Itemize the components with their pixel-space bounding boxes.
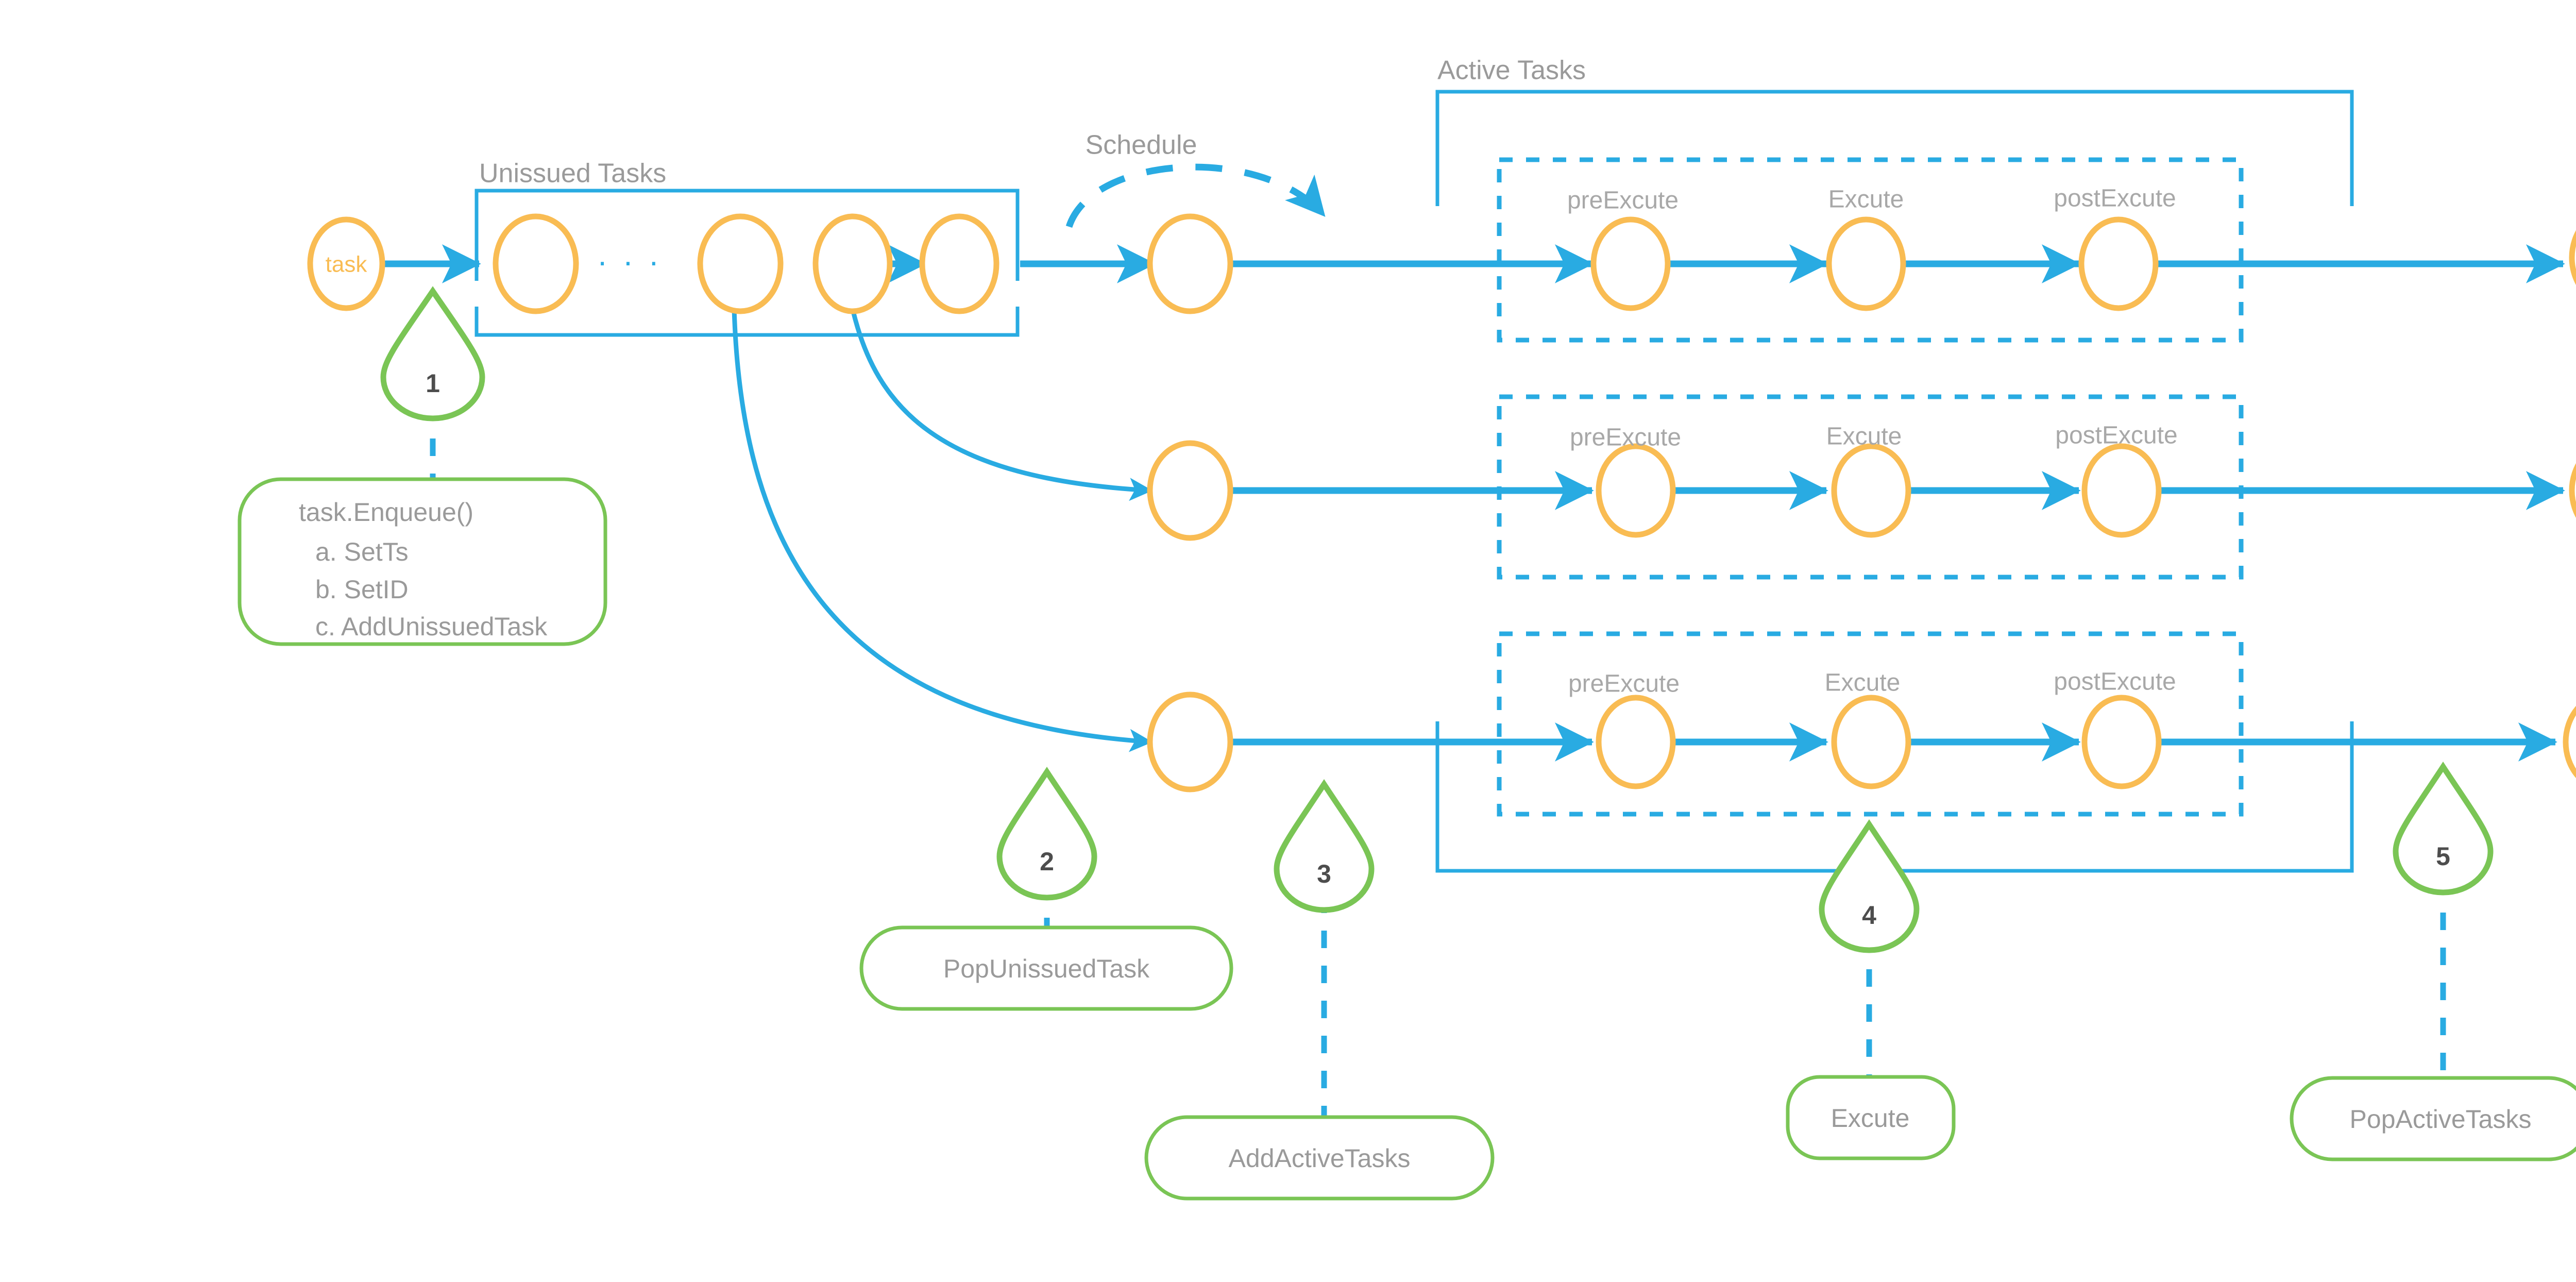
node-task-label: task xyxy=(326,252,368,277)
row-1-exit-node[interactable] xyxy=(2569,210,2576,305)
schedule-label: Schedule xyxy=(1086,130,1197,160)
queue-node-2[interactable] xyxy=(697,213,784,314)
row-2-entry-node[interactable] xyxy=(1147,440,1233,541)
node-task[interactable]: task xyxy=(307,216,385,311)
row-2-stage-post-label: postExcute xyxy=(2055,422,2177,449)
row-1-stage-post-node[interactable] xyxy=(2078,216,2159,311)
flow-curve-to-row2 xyxy=(850,308,1153,501)
row-2-stage-pre-label: preExcute xyxy=(1570,424,1681,451)
row-3-exit-node[interactable] xyxy=(2563,695,2576,789)
row-3-stage-pre-node[interactable] xyxy=(1596,695,1676,789)
marker-2-pin[interactable]: 2 xyxy=(996,767,1097,901)
row-2-stage-exec-label: Excute xyxy=(1826,423,1902,450)
row-2-exit-node[interactable] xyxy=(2569,443,2576,538)
add-active-callout-label: AddActiveTasks xyxy=(1229,1144,1411,1173)
enqueue-callout[interactable]: task.Enqueue() a. SetTs b. SetID c. AddU… xyxy=(238,477,607,646)
pop-unissued-callout[interactable]: PopUnissuedTask xyxy=(859,925,1233,1011)
pop-unissued-callout-label: PopUnissuedTask xyxy=(943,954,1150,983)
queue-node-3[interactable] xyxy=(812,213,893,314)
unissued-tasks-bracket xyxy=(474,189,1020,337)
row-2-stage-post-node[interactable] xyxy=(2081,443,2162,538)
enqueue-callout-step-c: c. AddUnissuedTask xyxy=(315,612,548,641)
row-1-stage-post-label: postExcute xyxy=(2054,185,2176,212)
flow-curve-to-row3 xyxy=(732,309,1153,752)
row-1-stage-exec-node[interactable] xyxy=(1826,216,1906,311)
pop-active-callout[interactable]: PopActiveTasks xyxy=(2290,1076,2576,1161)
marker-1-pin[interactable]: 1 xyxy=(380,286,485,421)
unissued-tasks-label: Unissued Tasks xyxy=(479,159,666,189)
row-2-stage-exec-node[interactable] xyxy=(1831,443,1911,538)
row-3-stage-post-label: postExcute xyxy=(2054,668,2176,696)
excute-callout-label: Excute xyxy=(1831,1104,1910,1133)
stage-box-row2 xyxy=(1497,394,2244,580)
excute-callout[interactable]: Excute xyxy=(1786,1075,1956,1160)
queue-node-4[interactable] xyxy=(919,213,999,314)
row-1-stage-pre-label: preExcute xyxy=(1567,187,1679,214)
enqueue-callout-step-a: a. SetTs xyxy=(315,537,409,566)
marker-4-number: 4 xyxy=(1862,901,1876,930)
row-2-stage-pre-node[interactable] xyxy=(1596,443,1676,538)
marker-5-number: 5 xyxy=(2436,842,2450,871)
enqueue-callout-step-b: b. SetID xyxy=(315,575,409,604)
marker-3-pin[interactable]: 3 xyxy=(1274,779,1375,913)
marker-2-number: 2 xyxy=(1040,847,1054,876)
row-1-entry-node[interactable] xyxy=(1147,213,1233,314)
queue-node-1[interactable] xyxy=(493,213,579,314)
active-tasks-label: Active Tasks xyxy=(1437,56,1586,86)
row-3-stage-post-node[interactable] xyxy=(2081,695,2162,789)
row-1-stage-pre-node[interactable] xyxy=(1590,216,1671,311)
row-3-entry-node[interactable] xyxy=(1147,691,1233,792)
row-3-stage-exec-node[interactable] xyxy=(1831,695,1911,789)
row-3-stage-exec-label: Excute xyxy=(1825,669,1901,697)
marker-1-number: 1 xyxy=(426,369,440,398)
schedule-arc xyxy=(1065,163,1327,228)
marker-3-number: 3 xyxy=(1317,859,1331,888)
enqueue-callout-title: task.Enqueue() xyxy=(299,498,473,527)
row-1-stage-exec-label: Excute xyxy=(1828,186,1904,213)
stage-box-row1 xyxy=(1497,157,2244,343)
row-3-stage-pre-label: preExcute xyxy=(1568,670,1680,698)
marker-4-pin[interactable]: 4 xyxy=(1819,819,1920,953)
stage-box-row3 xyxy=(1497,631,2244,817)
marker-5-pin[interactable]: 5 xyxy=(2393,762,2494,896)
add-active-callout[interactable]: AddActiveTasks xyxy=(1144,1115,1495,1201)
queue-ellipsis: · · · xyxy=(597,244,662,279)
pop-active-callout-label: PopActiveTasks xyxy=(2350,1105,2532,1134)
